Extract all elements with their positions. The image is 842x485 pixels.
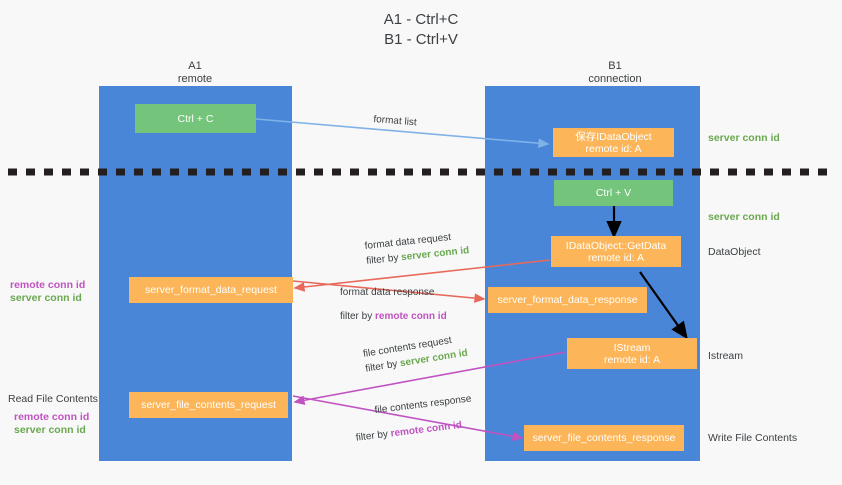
box-istream-line2: remote id: A	[603, 353, 661, 366]
box-ctrl-c-label: Ctrl + C	[177, 112, 214, 125]
label-istream: Istream	[708, 350, 744, 362]
label-read-file-contents: Read File Contents	[8, 393, 98, 405]
title-line-2: B1 - Ctrl+V	[384, 31, 458, 48]
box-server-file-contents-request-label: server_file_contents_request	[141, 399, 276, 411]
lane-header-b1: B1 connection	[540, 60, 690, 86]
box-getdata-line1: IDataObject::GetData	[565, 239, 667, 252]
lane-b1-name: B1	[608, 60, 622, 72]
edge-label-format-data-request: format data request filter by server con…	[364, 228, 470, 269]
lane-header-a1: A1 remote	[120, 60, 270, 86]
box-ctrl-c[interactable]: Ctrl + C	[135, 104, 256, 133]
label-server-conn-id-2: server conn id	[708, 211, 780, 223]
lane-a1-sub: remote	[177, 73, 213, 85]
title-line-1: A1 - Ctrl+C	[383, 11, 459, 28]
box-server-format-data-request-label: server_format_data_request	[145, 284, 277, 296]
label-format-remote-conn-id: remote conn id	[10, 279, 86, 291]
label-format-server-conn-id: server conn id	[10, 292, 82, 304]
box-ctrl-v-label: Ctrl + V	[595, 187, 632, 199]
label-file-server-conn-id: server conn id	[14, 424, 86, 436]
edge-file-contents-response-filter-prefix: filter by	[355, 428, 392, 444]
edge-format-data-response-filter-value: remote conn id	[375, 311, 447, 322]
label-file-remote-conn-id: remote conn id	[14, 411, 90, 423]
edge-format-data-request-filter-prefix: filter by	[365, 252, 402, 267]
lane-a1-name: A1	[188, 60, 202, 72]
label-write-file-contents: Write File Contents	[708, 432, 798, 444]
edge-file-contents-response-title: file contents response	[374, 393, 472, 417]
edge-label-format-list: format list	[373, 112, 417, 130]
label-dataobject: DataObject	[708, 246, 761, 258]
box-server-file-contents-response-label: server_file_contents_response	[532, 432, 676, 444]
box-getdata-line2: remote id: A	[587, 251, 645, 264]
box-save-idataobject-line2: remote id: A	[585, 142, 642, 155]
box-save-idataobject-line1: 保存IDataObject	[575, 130, 652, 143]
box-save-idataobject[interactable]: 保存IDataObject remote id: A	[553, 128, 674, 157]
edge-format-data-response-filter-prefix: filter by	[340, 311, 376, 322]
edge-file-contents-response-filter: filter by remote conn id	[355, 416, 475, 445]
box-server-format-data-response-label: server_format_data_response	[497, 294, 638, 306]
edge-file-contents-request-filter-prefix: filter by	[364, 358, 401, 375]
edge-format-data-response-title: format data response	[340, 287, 435, 298]
edge-file-contents-response-filter-value: remote conn id	[390, 419, 463, 440]
box-idataobject-getdata[interactable]: IDataObject::GetData remote id: A	[551, 236, 681, 267]
label-server-conn-id-1: server conn id	[708, 132, 780, 144]
box-istream[interactable]: IStream remote id: A	[567, 338, 697, 369]
edge-label-format-data-response: format data response filter by remote co…	[340, 285, 447, 324]
edge-format-list-title: format list	[372, 113, 418, 129]
diagram-title: A1 - Ctrl+C B1 - Ctrl+V	[0, 10, 842, 50]
box-istream-line1: IStream	[613, 341, 651, 354]
box-server-file-contents-response[interactable]: server_file_contents_response	[524, 425, 684, 451]
box-server-format-data-request[interactable]: server_format_data_request	[129, 277, 293, 303]
box-server-format-data-response[interactable]: server_format_data_response	[488, 287, 647, 313]
lane-b1-sub: connection	[588, 73, 642, 85]
box-ctrl-v[interactable]: Ctrl + V	[554, 180, 673, 206]
edge-label-file-contents-request: file contents request filter by server c…	[362, 331, 469, 377]
box-server-file-contents-request[interactable]: server_file_contents_request	[129, 392, 288, 418]
edge-label-file-contents-response: file contents response filter by remote …	[352, 391, 475, 445]
edge-format-data-response-filter: filter by remote conn id	[340, 309, 447, 324]
